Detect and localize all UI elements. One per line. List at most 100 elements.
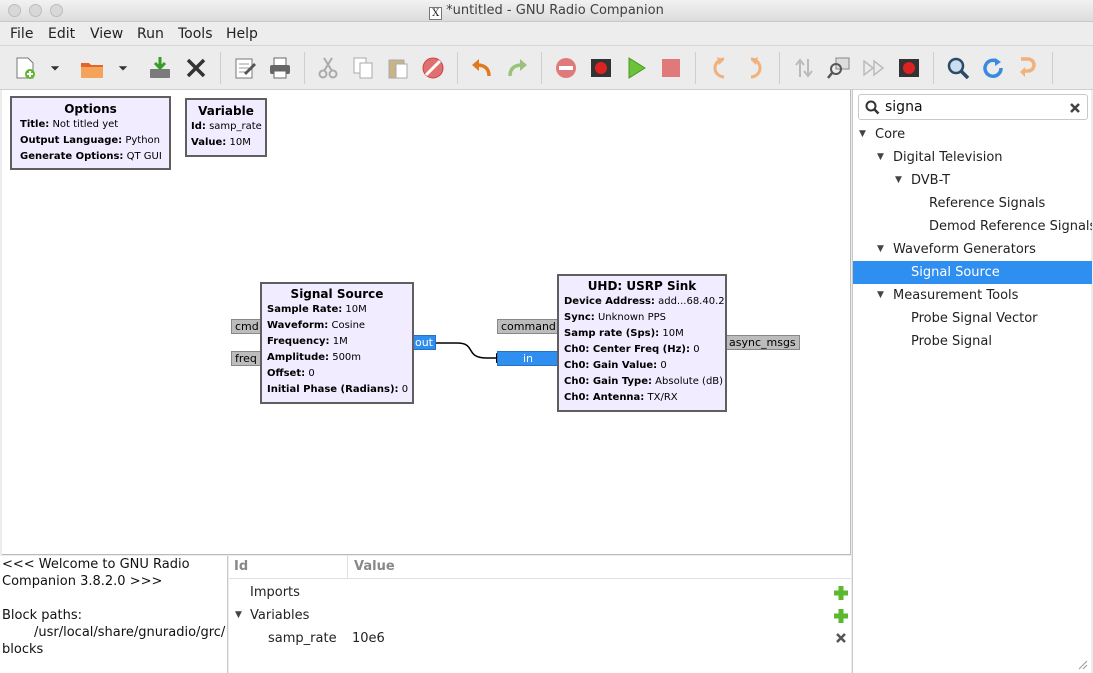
disable-block-button[interactable]	[552, 54, 580, 82]
reload-button[interactable]	[979, 54, 1007, 82]
rotate-cw-button[interactable]	[741, 54, 769, 82]
stop-button[interactable]	[657, 54, 685, 82]
tree-item-core[interactable]: ▼Core	[853, 123, 1092, 146]
add-variable-icon[interactable]	[833, 608, 849, 624]
delete-button[interactable]	[419, 54, 447, 82]
print-button[interactable]	[266, 54, 294, 82]
console-line	[2, 590, 227, 607]
open-dropdown-button[interactable]	[112, 54, 134, 82]
variable-row[interactable]: samp_rate 10e6	[229, 627, 851, 650]
port-async-msgs[interactable]: async_msgs	[725, 335, 800, 350]
toolbar-separator	[695, 52, 696, 84]
paste-icon	[388, 59, 408, 79]
block-param-row: Sync: Unknown PPS	[564, 312, 666, 323]
block-param-row: Device Address: add...68.40.2	[564, 296, 725, 307]
toolbar-separator	[779, 52, 780, 84]
paste-button[interactable]	[384, 54, 412, 82]
open-flowgraph-button[interactable]	[78, 54, 106, 82]
execute-button[interactable]	[622, 54, 650, 82]
port-cmd[interactable]: cmd	[231, 319, 263, 334]
column-header-id[interactable]: Id	[234, 559, 249, 574]
column-header-value[interactable]: Value	[354, 559, 395, 574]
tree-item-probe-signal-vector[interactable]: Probe Signal Vector	[911, 311, 1038, 326]
port-command[interactable]: command	[497, 319, 559, 334]
tree-item-demod-reference-signals[interactable]: Demod Reference Signals	[929, 219, 1092, 234]
tree-item-signal-source[interactable]: Signal Source	[853, 261, 1092, 284]
block-search-input[interactable]	[885, 98, 1055, 116]
arrows-updown-icon	[795, 58, 813, 78]
save-button[interactable]	[146, 54, 174, 82]
variables-panel: Id Value Imports ▼ Variables samp_rate 1…	[229, 555, 851, 673]
imports-row[interactable]: Imports	[229, 581, 851, 604]
expand-triangle-icon[interactable]: ▼	[235, 610, 242, 620]
bypass-button[interactable]	[790, 54, 818, 82]
variable-id: samp_rate	[268, 631, 337, 646]
delete-icon	[422, 57, 444, 79]
menu-bar: File Edit View Run Tools Help	[0, 22, 1093, 46]
menu-tools[interactable]: Tools	[178, 26, 213, 42]
window-title: *untitled - GNU Radio Companion	[446, 3, 664, 18]
port-out[interactable]: out	[412, 335, 436, 350]
generate-button[interactable]	[231, 54, 259, 82]
usrp-sink-block[interactable]: UHD: USRP Sink Device Address: add...68.…	[557, 274, 727, 412]
forward-button[interactable]	[860, 54, 888, 82]
options-block[interactable]: Options Title: Not titled yet Output Lan…	[10, 96, 171, 170]
arrow-turn-icon	[1020, 57, 1036, 77]
flowgraph-canvas[interactable]: Options Title: Not titled yet Output Lan…	[2, 90, 851, 555]
new-flowgraph-button[interactable]	[11, 54, 39, 82]
disable-icon	[556, 58, 576, 78]
menu-edit[interactable]: Edit	[48, 26, 76, 42]
redo-button[interactable]	[503, 54, 531, 82]
undo-button[interactable]	[468, 54, 496, 82]
copy-icon	[353, 57, 373, 79]
rotate-ccw-icon	[713, 57, 725, 79]
expand-triangle-icon[interactable]: ▼	[895, 175, 902, 185]
x11-icon: X	[429, 7, 443, 20]
tree-item-digital-television[interactable]: ▼Digital Television	[853, 146, 1092, 169]
menu-help[interactable]: Help	[226, 26, 258, 42]
close-flowgraph-button[interactable]	[182, 54, 210, 82]
clear-search-icon[interactable]	[1069, 102, 1081, 114]
column-divider	[347, 555, 348, 578]
menu-view[interactable]: View	[90, 26, 124, 42]
console-line: /usr/local/share/gnuradio/grc/	[34, 625, 226, 640]
minimize-window-button[interactable]	[29, 4, 42, 17]
expand-triangle-icon[interactable]: ▼	[859, 129, 866, 139]
variables-row[interactable]: ▼ Variables	[229, 604, 851, 627]
kill-flowgraph-button[interactable]	[587, 54, 615, 82]
resize-grip-icon[interactable]	[1076, 658, 1088, 670]
close-window-button[interactable]	[8, 4, 21, 17]
tree-item-reference-signals[interactable]: Reference Signals	[929, 196, 1046, 211]
add-import-icon[interactable]	[833, 585, 849, 601]
signal-source-block[interactable]: Signal Source Sample Rate: 10M Waveform:…	[260, 282, 414, 404]
rotate-ccw-button[interactable]	[706, 54, 734, 82]
tree-item-measurement-tools[interactable]: ▼Measurement Tools	[853, 284, 1092, 307]
search-button[interactable]	[944, 54, 972, 82]
kill-button[interactable]	[895, 54, 923, 82]
open-hier-button[interactable]	[1014, 54, 1042, 82]
expand-triangle-icon[interactable]: ▼	[877, 290, 884, 300]
new-dropdown-button[interactable]	[44, 54, 66, 82]
maximize-window-button[interactable]	[50, 4, 63, 17]
variable-block[interactable]: Variable Id: samp_rate Value: 10M	[185, 98, 267, 157]
delete-variable-icon[interactable]	[835, 632, 847, 644]
block-param-row: Title: Not titled yet	[20, 119, 119, 130]
toolbar-separator	[457, 52, 458, 84]
cut-icon	[318, 57, 338, 79]
copy-button[interactable]	[349, 54, 377, 82]
tree-item-dvb-t[interactable]: ▼DVB-T	[853, 169, 1092, 192]
stop-icon	[662, 59, 680, 77]
cut-button[interactable]	[314, 54, 342, 82]
tree-item-waveform-generators[interactable]: ▼Waveform Generators	[853, 238, 1092, 261]
port-freq[interactable]: freq	[231, 351, 261, 366]
port-in[interactable]: in	[497, 351, 559, 366]
print-icon	[270, 57, 290, 79]
find-block-button[interactable]	[825, 54, 853, 82]
toolbar	[0, 46, 1093, 90]
connection-line	[435, 342, 497, 359]
menu-run[interactable]: Run	[137, 26, 164, 42]
tree-item-probe-signal[interactable]: Probe Signal	[911, 334, 992, 349]
menu-file[interactable]: File	[10, 26, 34, 42]
expand-triangle-icon[interactable]: ▼	[877, 152, 884, 162]
expand-triangle-icon[interactable]: ▼	[877, 244, 884, 254]
